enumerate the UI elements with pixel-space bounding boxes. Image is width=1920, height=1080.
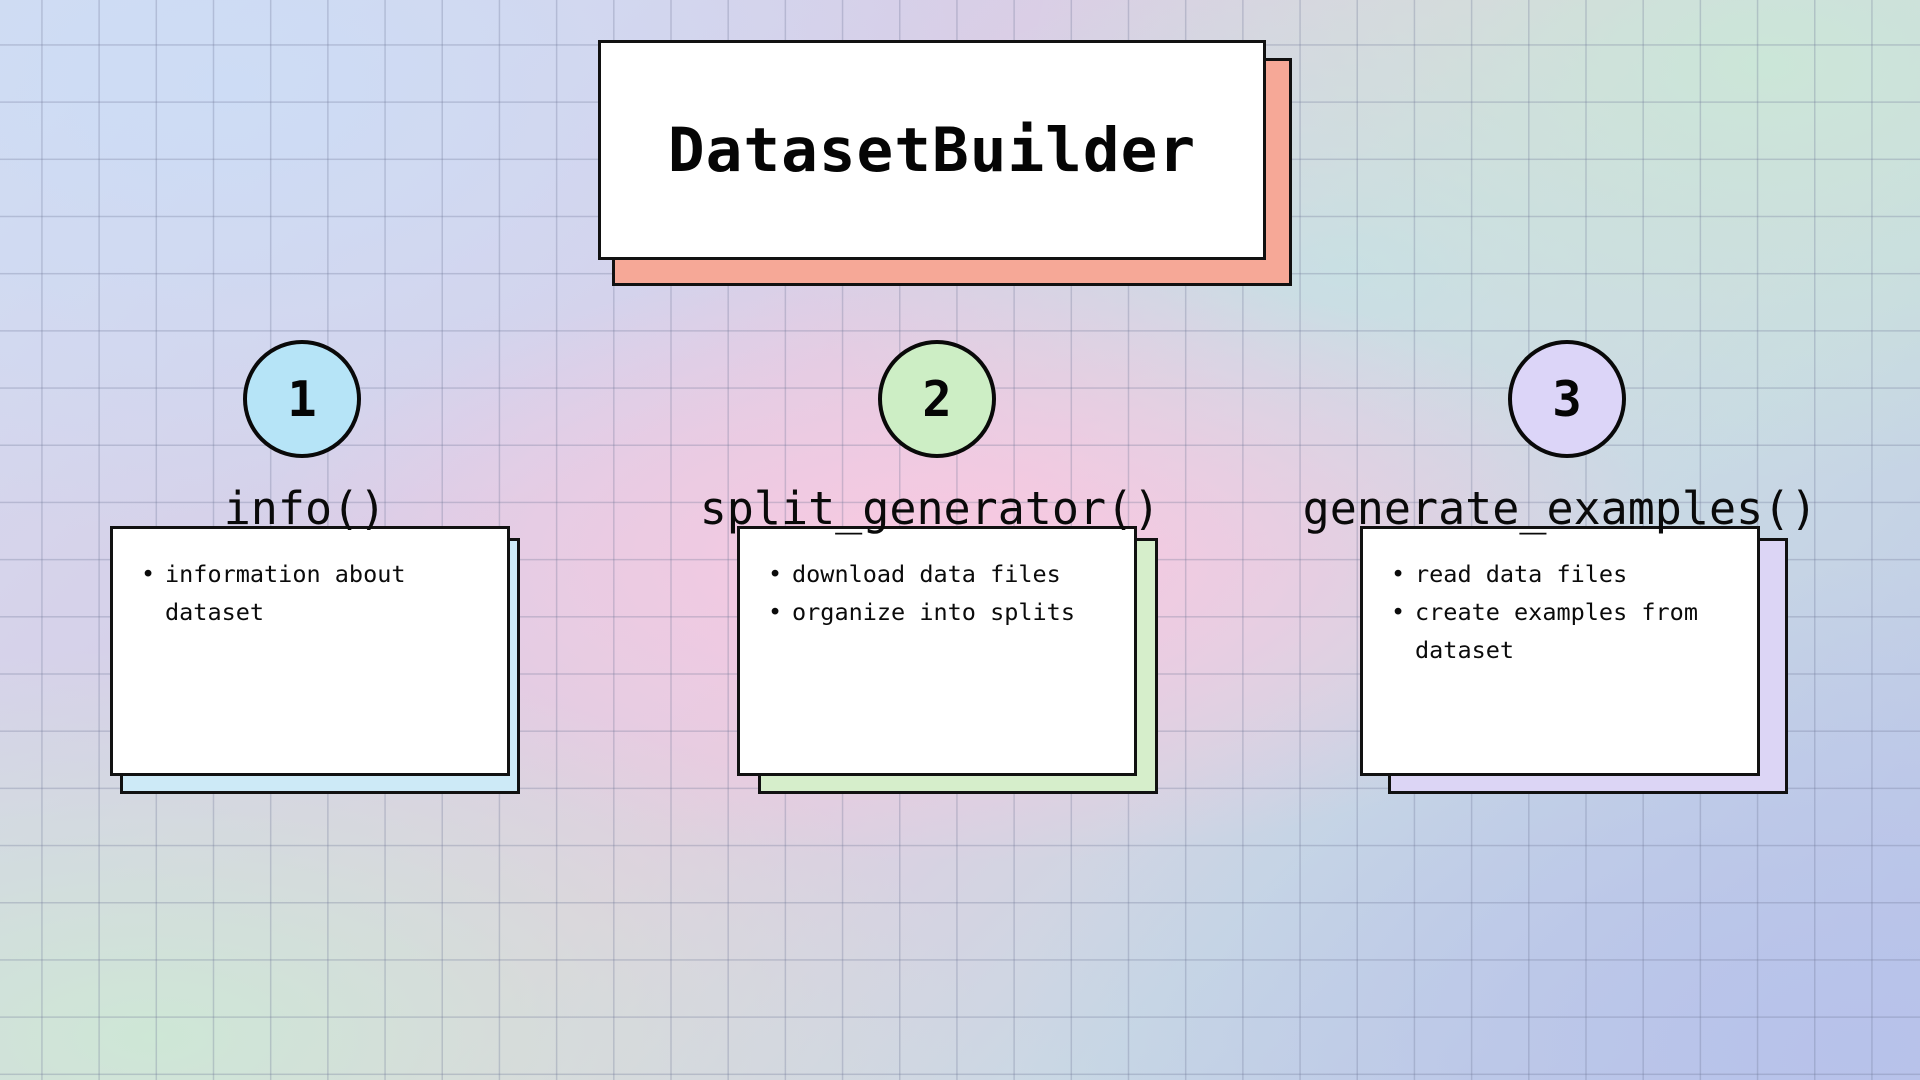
step-function-label-3: generate_examples() xyxy=(1302,482,1818,535)
list-item: create examples from dataset xyxy=(1385,593,1735,669)
step-number-badge-2: 2 xyxy=(878,340,996,458)
step-bullet-list-3: read data files create examples from dat… xyxy=(1385,555,1735,669)
step-bullet-list-1: information about dataset xyxy=(135,555,485,631)
step-number-3: 3 xyxy=(1552,370,1582,428)
step-number-2: 2 xyxy=(922,370,952,428)
page-title: DatasetBuilder xyxy=(667,114,1197,186)
step-card-2: download data files organize into splits xyxy=(737,526,1137,776)
title-group: DatasetBuilder xyxy=(598,40,1292,286)
step-card-3: read data files create examples from dat… xyxy=(1360,526,1760,776)
list-item: read data files xyxy=(1385,555,1735,593)
list-item: information about dataset xyxy=(135,555,485,631)
list-item: organize into splits xyxy=(762,593,1112,631)
step-card-1: information about dataset xyxy=(110,526,510,776)
title-card: DatasetBuilder xyxy=(598,40,1266,260)
step-function-label-2: split_generator() xyxy=(699,482,1161,535)
step-number-badge-1: 1 xyxy=(243,340,361,458)
list-item: download data files xyxy=(762,555,1112,593)
step-number-1: 1 xyxy=(287,370,317,428)
step-number-badge-3: 3 xyxy=(1508,340,1626,458)
step-bullet-list-2: download data files organize into splits xyxy=(762,555,1112,631)
step-function-label-1: info() xyxy=(223,482,387,535)
